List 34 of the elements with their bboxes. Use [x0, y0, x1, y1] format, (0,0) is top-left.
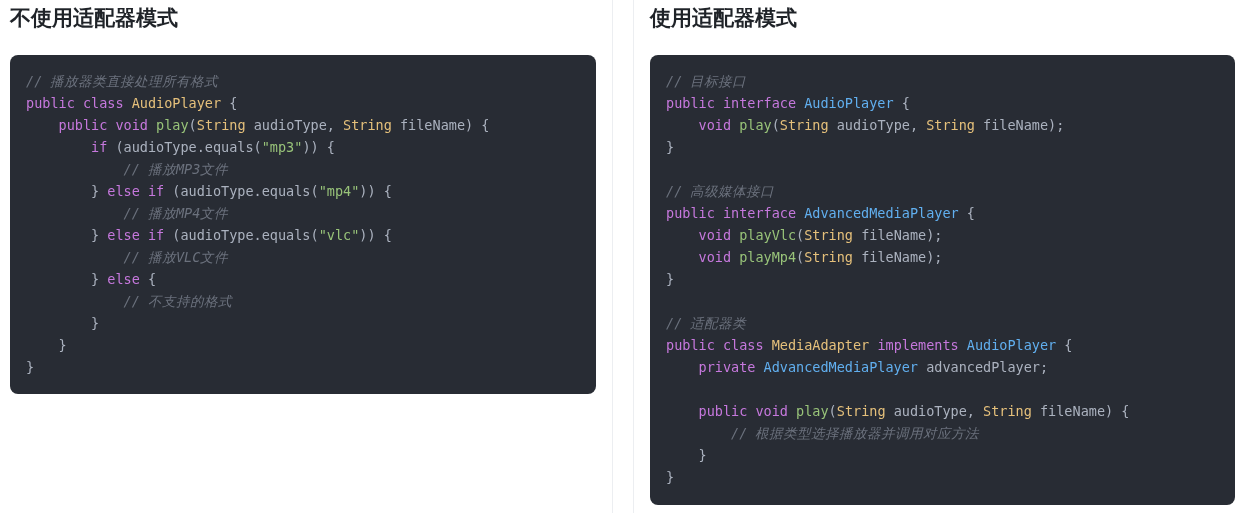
- code-line: } else {: [90, 270, 157, 289]
- code-line: }: [697, 446, 707, 465]
- code-line: void playVlc(String fileName);: [697, 226, 943, 245]
- code-line: void play(String audioType, String fileName);: [697, 116, 1065, 135]
- code-line: }: [666, 468, 675, 487]
- code-comment: // 适配器类: [666, 314, 747, 333]
- code-line: public interface AdvancedMediaPlayer {: [666, 204, 975, 223]
- panel-heading: 不使用适配器模式: [10, 5, 178, 32]
- code-line: } else if (audioType.equals("mp4")) {: [90, 182, 392, 201]
- code-comment: // 播放VLC文件: [122, 248, 229, 267]
- code-comment: // 播放MP3文件: [122, 160, 229, 179]
- panel-heading: 使用适配器模式: [650, 5, 797, 32]
- code-comment: // 不支持的格式: [122, 292, 232, 311]
- code-line: private AdvancedMediaPlayer advancedPlayer;: [697, 358, 1049, 377]
- code-line: public void play(String audioType, String fileName) {: [697, 402, 1130, 421]
- code-line: public interface AudioPlayer {: [666, 94, 910, 113]
- code-comment: // 目标接口: [666, 72, 747, 91]
- code-line: public void play(String audioType, String fileName) {: [57, 116, 490, 135]
- code-line: void playMp4(String fileName);: [697, 248, 943, 267]
- code-line: public class AudioPlayer {: [26, 94, 238, 113]
- code-line: }: [90, 314, 100, 333]
- code-line: }: [26, 358, 35, 377]
- code-block: [650, 55, 1235, 505]
- code-block: [10, 55, 596, 394]
- code-line: if (audioType.equals("mp3")) {: [90, 138, 335, 157]
- code-line: }: [57, 336, 67, 355]
- code-comment: // 高级媒体接口: [666, 182, 775, 201]
- code-line: public class MediaAdapter implements AudioPlayer {: [666, 336, 1073, 355]
- code-comment: // 播放器类直接处理所有格式: [26, 72, 219, 91]
- code-line: }: [666, 138, 675, 157]
- code-comment: // 播放MP4文件: [122, 204, 229, 223]
- code-line: }: [666, 270, 675, 289]
- code-comment: // 根据类型选择播放器并调用对应方法: [730, 424, 980, 443]
- code-line: } else if (audioType.equals("vlc")) {: [90, 226, 392, 245]
